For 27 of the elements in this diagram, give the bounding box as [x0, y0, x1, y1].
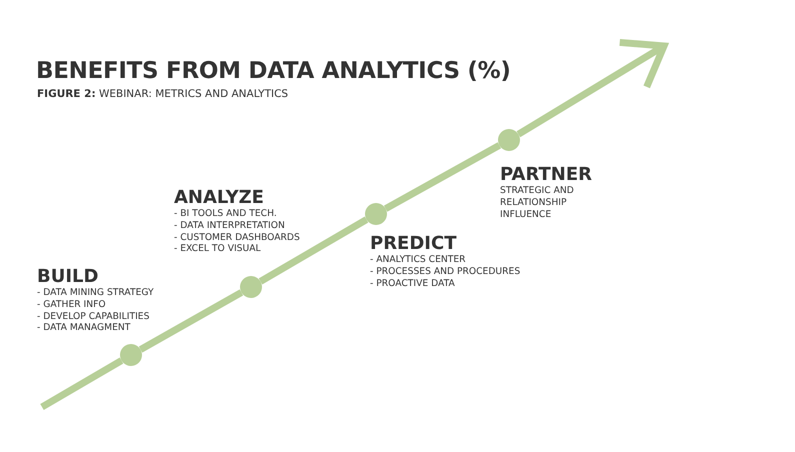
- connector-line: [258, 216, 368, 284]
- bullet-item: - PROCESSES AND PROCEDURES: [370, 266, 520, 278]
- stage-heading: ANALYZE: [174, 188, 265, 208]
- connector-line: [516, 38, 668, 138]
- bullet-item: - DATA MINING STRATEGY: [37, 287, 154, 299]
- bullet-item: - BI TOOLS AND TECH.: [174, 208, 278, 220]
- bullet-item: - EXCEL TO VISUAL: [174, 243, 262, 256]
- bullet-item: - DEVELOP CAPABILITIES: [37, 310, 150, 322]
- milestone-circle: [498, 129, 520, 151]
- bullet-item: - CUSTOMER DASHBOARDS: [174, 232, 300, 244]
- stage-heading: PARTNER: [500, 165, 592, 185]
- bullet-item: - GATHER INFO: [37, 298, 107, 311]
- stage-description: STRATEGIC AND RELATIONSHIP INFLUENCE: [500, 185, 575, 220]
- stage-heading: BUILD: [37, 267, 100, 287]
- connector-line: [138, 289, 244, 353]
- milestone-circle: [365, 203, 387, 225]
- connector-line: [384, 142, 502, 212]
- bullet-item: - DATA INTERPRETATION: [174, 220, 286, 232]
- title: BENEFITS FROM DATA ANALYTICS (%): [36, 58, 511, 84]
- bullet-item: - ANALYTICS CENTER: [370, 254, 467, 266]
- connector-line: [40, 358, 124, 410]
- bullet-item: - DATA MANAGMENT: [37, 322, 132, 334]
- bullet-item: - PROACTIVE DATA: [370, 278, 456, 290]
- milestone-circle: [240, 276, 262, 298]
- stage-heading: PREDICT: [370, 234, 458, 254]
- milestone-circle: [120, 344, 142, 366]
- caption: FIGURE 2: WEBINAR: METRICS AND ANALYTICS: [37, 88, 288, 100]
